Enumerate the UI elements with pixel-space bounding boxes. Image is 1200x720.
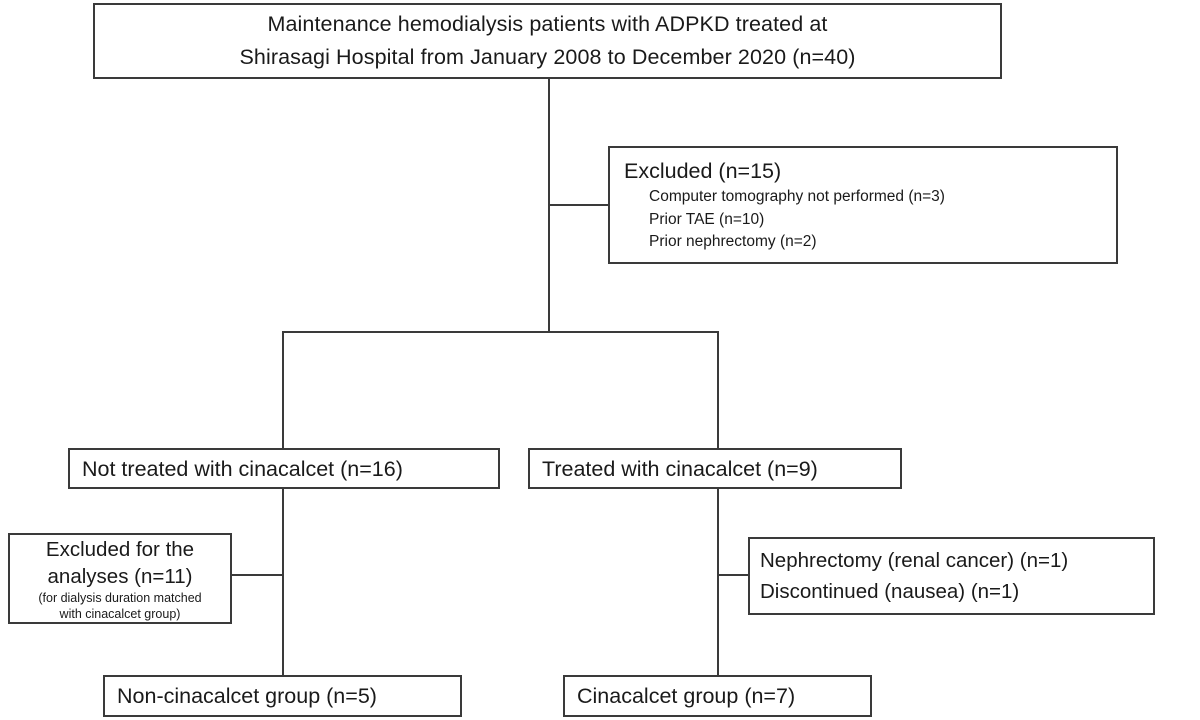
connector-split-left-drop [282,331,284,449]
connector-to-treated-exclusions-box [717,574,750,576]
connector-to-excluded-analyses-box [232,574,284,576]
enrollment-line-1: Maintenance hemodialysis patients with A… [267,12,828,36]
excluded-header: Excluded (n=15) [624,159,782,183]
excluded-analyses-note-1: (for dialysis duration matched [38,590,202,605]
node-treated-exclusions: Nephrectomy (renal cancer) (n=1) Discont… [748,537,1155,615]
enrollment-line-2: Shirasagi Hospital from January 2008 to … [239,45,856,69]
node-non-cinacalcet-group: Non-cinacalcet group (n=5) [103,675,462,717]
treated-label: Treated with cinacalcet (n=9) [542,456,818,481]
connector-split-right-drop [717,331,719,449]
excluded-reason-1: Computer tomography not performed (n=3) [649,188,945,205]
excluded-analyses-note-2: with cinacalcet group) [59,606,181,621]
excluded-reason-3: Prior nephrectomy (n=2) [649,233,817,250]
treated-exclusion-line-1: Nephrectomy (renal cancer) (n=1) [760,549,1069,572]
not-treated-label: Not treated with cinacalcet (n=16) [82,456,403,481]
connector-split-bar [282,331,719,333]
node-enrollment: Maintenance hemodialysis patients with A… [93,3,1002,79]
non-cinacalcet-group-label: Non-cinacalcet group (n=5) [117,684,377,708]
cinacalcet-group-label: Cinacalcet group (n=7) [577,684,796,708]
excluded-analyses-line-1: Excluded for the [45,537,195,561]
excluded-analyses-line-2: analyses (n=11) [47,564,193,588]
connector-right-stem [717,488,719,676]
node-excluded: Excluded (n=15) Computer tomography not … [608,146,1118,264]
node-treated-with-cinacalcet: Treated with cinacalcet (n=9) [528,448,902,489]
treated-exclusion-line-2: Discontinued (nausea) (n=1) [760,580,1020,603]
connector-to-excluded-box [548,204,610,206]
node-excluded-for-analyses: Excluded for the analyses (n=11) (for di… [8,533,232,624]
connector-enrollment-to-split [548,79,550,333]
node-cinacalcet-group: Cinacalcet group (n=7) [563,675,872,717]
node-not-treated-with-cinacalcet: Not treated with cinacalcet (n=16) [68,448,500,489]
excluded-reason-2: Prior TAE (n=10) [649,210,765,228]
connector-left-stem [282,488,284,676]
